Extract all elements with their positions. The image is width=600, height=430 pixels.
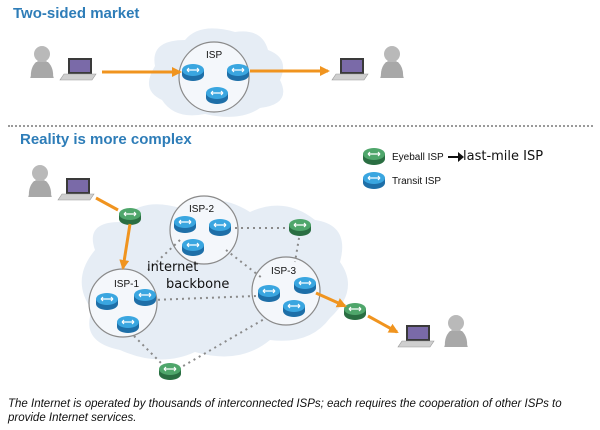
transit-router-icon (282, 299, 306, 318)
router-icon (181, 63, 205, 82)
arrow (119, 223, 132, 270)
last-mile-isp-label: last-mile ISP (463, 149, 544, 164)
arrow (95, 196, 119, 212)
figure-caption: The Internet is operated by thousands of… (8, 398, 562, 424)
transit-router-icon (257, 284, 281, 303)
isp-3-label: ISP-3 (271, 266, 296, 277)
isp-boundary-circle (178, 41, 250, 113)
reality-complex-title: Reality is more complex (20, 131, 192, 148)
two-sided-market-title: Two-sided market (13, 5, 140, 22)
backbone-links (133, 227, 301, 371)
eyeball-isp-legend-icon (362, 147, 386, 166)
isp-2-label: ISP-2 (189, 204, 214, 215)
isp-1-label: ISP-1 (114, 279, 139, 290)
transit-router-icon (208, 218, 232, 237)
arrow (315, 291, 347, 308)
backbone-label: backbone (166, 277, 230, 292)
eyeball-isp-legend-label: Eyeball ISP (392, 152, 444, 163)
router-icon (205, 86, 229, 105)
eyeball-router-icon (343, 302, 367, 321)
user-person-icon (28, 165, 52, 197)
complex-isp-diagram: ISP-2 ISP-1 ISP-3 (28, 165, 468, 381)
laptop-icon (57, 177, 95, 201)
laptop-icon (397, 324, 435, 348)
two-sided-market-diagram: ISP (30, 28, 404, 117)
eyeball-router-icon (288, 218, 312, 237)
transit-router-icon (293, 276, 317, 295)
isp-network-diagram: ISP ISP-2 ISP-1 ISP-3 (28, 28, 468, 381)
transit-router-icon (181, 238, 205, 257)
laptop-icon (59, 57, 97, 81)
user-person-icon (30, 46, 54, 78)
transit-isp-legend-label: Transit ISP (392, 176, 442, 187)
transit-router-icon (116, 315, 140, 334)
internet-label: internet (147, 260, 199, 275)
transit-router-icon (173, 215, 197, 234)
arrow-icon (448, 152, 464, 162)
eyeball-router-icon (158, 362, 182, 381)
isp-label: ISP (206, 50, 222, 61)
content-provider-person-icon (380, 46, 404, 78)
eyeball-router-icon (118, 207, 142, 226)
laptop-icon (331, 57, 369, 81)
transit-isp-legend-icon (362, 171, 386, 190)
content-provider-person-icon (444, 315, 468, 347)
transit-router-icon (133, 288, 157, 307)
router-icon (226, 63, 250, 82)
transit-router-icon (95, 292, 119, 311)
arrow (367, 314, 399, 334)
section-divider (8, 125, 593, 127)
